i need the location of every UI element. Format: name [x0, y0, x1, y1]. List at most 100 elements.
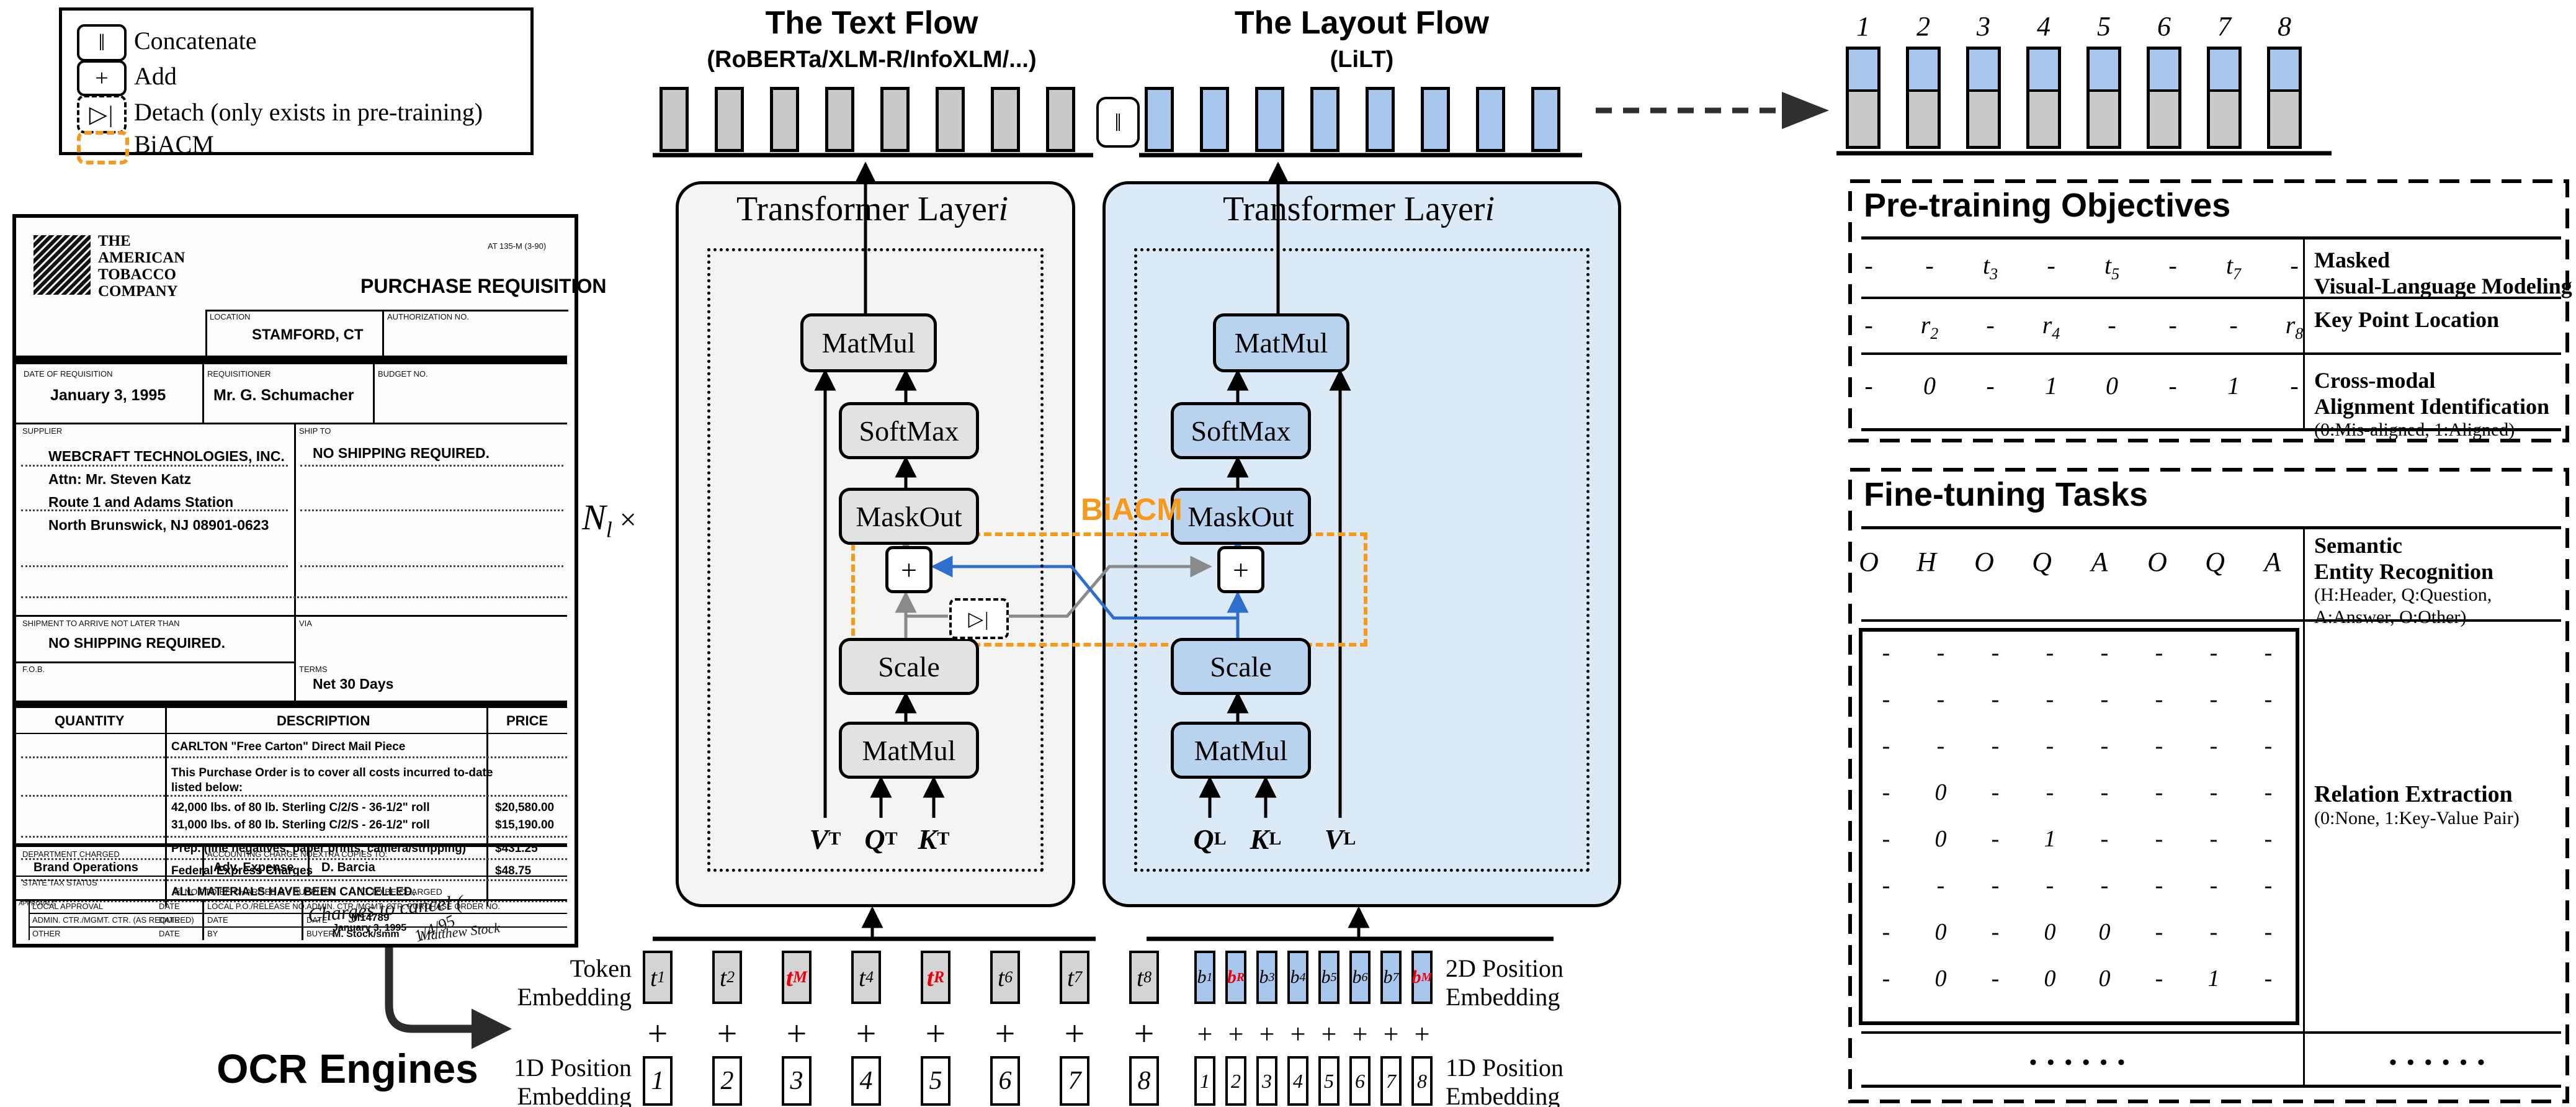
doc-tax-option-1: ☒ NOT TO BE CHARGED BY SUPPLIER — [174, 887, 336, 897]
layout-1d-position-box: 4 — [1287, 1056, 1308, 1106]
pretraining-cell: - — [2229, 311, 2238, 339]
text-hidden-state-bar — [880, 87, 910, 152]
re-cell: - — [1991, 872, 2000, 899]
output-bar-number: 6 — [2157, 11, 2171, 42]
layout-flow-title: The Layout Flow — [1234, 5, 1490, 41]
output-bar-number: 5 — [2097, 11, 2111, 42]
table-divider — [2303, 236, 2305, 431]
table-rule — [1861, 236, 2561, 240]
doc-field-label: LOCAL APPROVAL — [32, 902, 104, 911]
finetuning-title: Fine-tuning Tasks — [1864, 476, 2149, 513]
pretraining-cell: - — [1925, 251, 1934, 279]
re-cell: - — [2100, 733, 2109, 759]
add-icon-layout: + — [1217, 546, 1264, 593]
doc-line — [29, 926, 567, 928]
attention-dotted-box-text — [707, 248, 1044, 872]
layout-hidden-state-bar — [1476, 87, 1505, 152]
doc-dotted-line — [21, 565, 288, 567]
output-bar-number: 7 — [2217, 11, 2231, 42]
op-softmax-text: SoftMax — [839, 402, 979, 459]
doc-line — [486, 708, 488, 907]
layout-hidden-state-bar — [1366, 87, 1395, 152]
pretraining-cell: - — [1864, 251, 1873, 279]
output-bar-number: 8 — [2278, 11, 2291, 42]
op-scale-layout: Scale — [1171, 638, 1311, 695]
ser-cell: O — [1859, 547, 1879, 577]
ocr-engines-label: OCR Engines — [217, 1046, 478, 1091]
re-cell: - — [2264, 919, 2273, 945]
output-bar-layout-part — [2026, 47, 2061, 91]
doc-band — [16, 701, 567, 708]
re-cell: - — [2264, 686, 2273, 712]
re-matrix-box — [1859, 628, 2299, 1025]
re-cell: - — [2155, 966, 2163, 992]
re-cell: - — [2100, 779, 2109, 805]
text-flow-title: The Text Flow — [765, 5, 978, 41]
re-cell: - — [2046, 872, 2054, 899]
doc-field-label: VIA — [299, 619, 312, 628]
doc-line — [382, 310, 384, 357]
doc-line — [29, 899, 30, 940]
concatenate-icon: ‖ — [77, 24, 127, 61]
biacm-icon — [77, 131, 129, 164]
doc-desc-row: 42,000 lbs. of 80 lb. Sterling C/2/S - 3… — [171, 801, 430, 814]
re-cell: - — [1882, 733, 1890, 759]
pretraining-cell: r2 — [1920, 311, 1939, 343]
plus-sign: + — [1134, 1013, 1155, 1054]
output-bar-text-part — [2207, 90, 2242, 149]
output-bar-layout-part — [2207, 47, 2242, 91]
detach-icon: ▷| — [77, 95, 127, 133]
doc-band — [16, 843, 567, 847]
biacm-dashed-box — [851, 532, 1367, 647]
re-cell: - — [2155, 686, 2163, 712]
ser-cell: O — [2147, 547, 2167, 577]
re-cell: 0 — [1934, 919, 1947, 945]
plus-sign: + — [1259, 1018, 1275, 1049]
doc-line — [294, 661, 296, 701]
re-cell: - — [2100, 640, 2109, 666]
doc-line — [16, 423, 567, 424]
doc-field-value: D. Barcia — [321, 861, 375, 874]
doc-dotted-line — [21, 756, 567, 758]
op-softmax-layout: SoftMax — [1171, 402, 1311, 459]
doc-dotted-line — [21, 836, 567, 838]
re-cell: 0 — [1934, 966, 1947, 992]
output-bar-layout-part — [2086, 47, 2121, 91]
text-1d-position-box: 2 — [712, 1056, 742, 1106]
pretraining-objective-label: Masked — [2314, 248, 2390, 272]
re-cell: - — [2264, 966, 2273, 992]
doc-line — [16, 661, 294, 663]
output-bar-layout-part — [2147, 47, 2181, 91]
pretraining-cell: 1 — [2045, 372, 2057, 400]
re-cell: - — [1882, 872, 1890, 899]
pretraining-cell: 0 — [1923, 372, 1936, 400]
output-bar-text-part — [1966, 90, 2001, 149]
layout-hidden-state-bar — [1255, 87, 1284, 152]
re-cell: - — [1882, 826, 1890, 852]
doc-field-label: ADMIN. CTR./MGMT. CTR. PURCHASE ORDER NO… — [306, 902, 501, 911]
doc-field-label: SHIPMENT TO ARRIVE NOT LATER THAN — [22, 619, 180, 628]
table-rule — [1861, 297, 2561, 299]
text-hidden-state-bar — [825, 87, 854, 152]
doc-field-label: OTHER — [32, 929, 61, 938]
pretraining-cell: - — [2168, 251, 2177, 279]
add-icon: + — [77, 60, 127, 96]
re-cell: - — [2100, 872, 2109, 899]
re-cell: - — [2046, 733, 2054, 759]
op-matmul-text: MatMul — [800, 313, 937, 372]
doc-field-label: BUDGET NO. — [378, 369, 428, 379]
ser-cell: O — [1974, 547, 1994, 577]
attention-dotted-box-layout — [1134, 248, 1590, 872]
doc-dotted-line — [300, 565, 563, 567]
ser-note: (H:Header, Q:Question, — [2314, 585, 2492, 605]
doc-price-cell: $48.75 — [495, 864, 532, 877]
legend-box: ‖Concatenate+Add▷|Detach (only exists in… — [59, 7, 534, 164]
